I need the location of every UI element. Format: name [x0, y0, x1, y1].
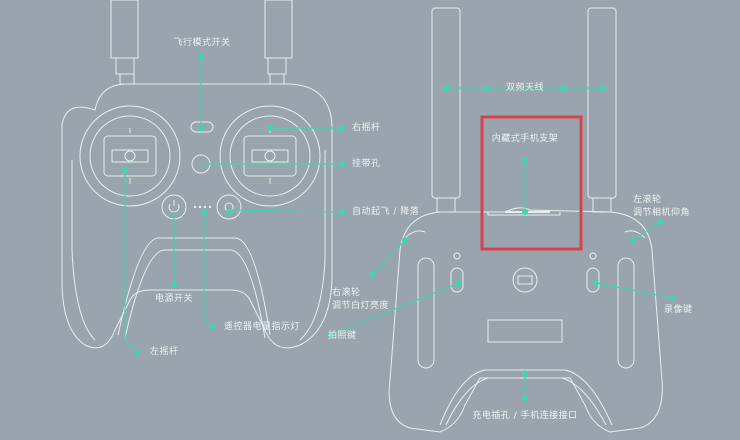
label-plate	[487, 319, 563, 343]
auto-takeoff-button	[216, 194, 242, 220]
callout-dots	[122, 53, 675, 401]
record-button	[586, 267, 600, 293]
label-battery-indicator: 遥控器电量指示灯	[224, 322, 301, 332]
left-controller	[61, 0, 333, 349]
label-right-dial-line1: 右滚轮	[332, 288, 361, 298]
label-right-dial-line2: 调节白灯亮度	[332, 301, 390, 311]
callout-lines	[124, 56, 673, 398]
label-right-stick: 右摇杆	[352, 123, 381, 133]
label-photo-button: 拍照键	[328, 331, 357, 341]
left-controller-body	[61, 83, 333, 349]
label-left-dial-line2: 调节相机仰角	[633, 208, 691, 218]
label-left-dial-line1: 左滚轮	[633, 195, 662, 205]
right-antenna-2	[587, 7, 617, 199]
label-built-in-phone-holder: 内藏式手机支架	[491, 134, 559, 144]
left-antenna-2	[264, 0, 293, 59]
right-stick-ring-outer	[219, 105, 321, 207]
label-power-switch: 电源开关	[155, 294, 194, 304]
label-lanyard-hole: 挂带孔	[352, 159, 381, 169]
label-dual-band-antenna: 双频天线	[505, 83, 545, 93]
label-charging-port: 充电插孔 / 手机连接接口	[472, 411, 578, 421]
label-auto-takeoff-landing: 自动起飞 / 降落	[352, 207, 420, 217]
label-flight-mode-switch: 飞行模式开关	[173, 38, 231, 48]
mi-logo	[512, 267, 538, 293]
left-antenna-1	[110, 0, 139, 59]
left-stick-ring-outer	[79, 105, 181, 207]
right-antenna-1	[431, 7, 461, 199]
label-left-stick: 左摇杆	[150, 347, 179, 357]
photo-button	[450, 267, 464, 293]
phone-holder-highlight-box	[480, 115, 583, 251]
flight-mode-switch	[190, 121, 214, 133]
label-record-button: 录像键	[664, 305, 693, 315]
right-controller	[388, 7, 663, 433]
